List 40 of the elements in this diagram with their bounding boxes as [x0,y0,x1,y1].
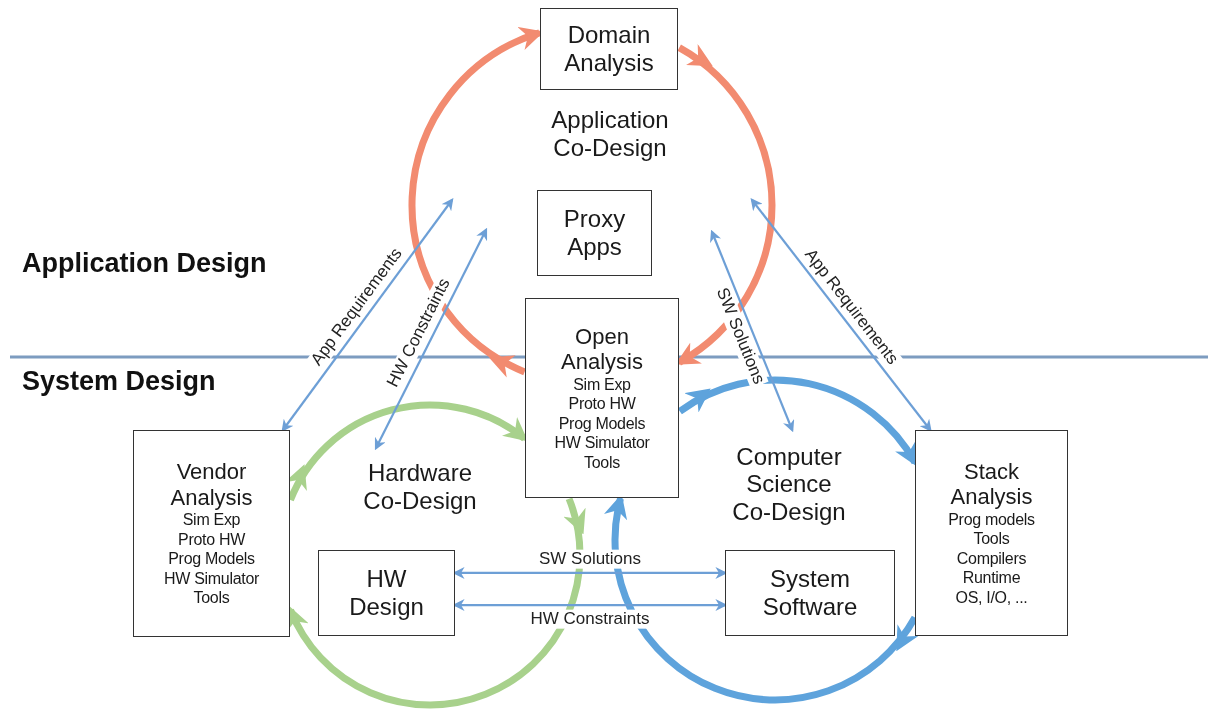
edge-label: HW Constraints [528,609,652,629]
box-title: Proxy Apps [562,205,627,261]
analysis-box [537,190,652,276]
box-title: Application Co-Design [550,106,670,162]
box-item: Compilers [956,548,1027,569]
edge-label: SW Solutions [537,549,643,569]
box-item: HW Simulator [554,433,650,453]
box-item: Runtime [962,568,1021,588]
box-item: Tools [193,588,230,608]
double-arrow [750,198,932,432]
box-title: System Software [761,565,859,621]
box-title: Vendor Analysis [169,459,254,510]
analysis-box [318,550,455,636]
box-item: Tools [973,529,1010,549]
box-title: Domain Analysis [563,21,655,77]
box-item: Proto HW [178,529,245,550]
box-item: Prog models [948,509,1035,529]
double-arrow [710,229,795,433]
analysis-box [525,298,679,498]
box-item: Prog Models [168,549,255,569]
box-title: Open Analysis [560,323,644,375]
box-item: OS, I/O, ... [955,587,1028,608]
section-label: System Design [22,366,216,397]
box-item: Prog Models [558,413,646,434]
double-arrow [374,227,488,451]
analysis-box [540,8,678,90]
box-title: Computer Science Co-Design [731,442,847,526]
double-arrow [281,198,454,432]
box-item: Proto HW [568,394,636,414]
box-item: Sim Exp [182,510,241,530]
box-title: Stack Analysis [949,458,1034,510]
section-label: Application Design [22,248,267,279]
analysis-box [133,430,290,637]
box-title: Hardware Co-Design [362,459,478,515]
box-item: Tools [584,452,620,473]
box-item: HW Simulator [163,568,260,589]
analysis-box [725,550,895,636]
box-title: HW Design [348,565,425,621]
box-item: Sim Exp [573,374,631,394]
analysis-box [915,430,1068,636]
